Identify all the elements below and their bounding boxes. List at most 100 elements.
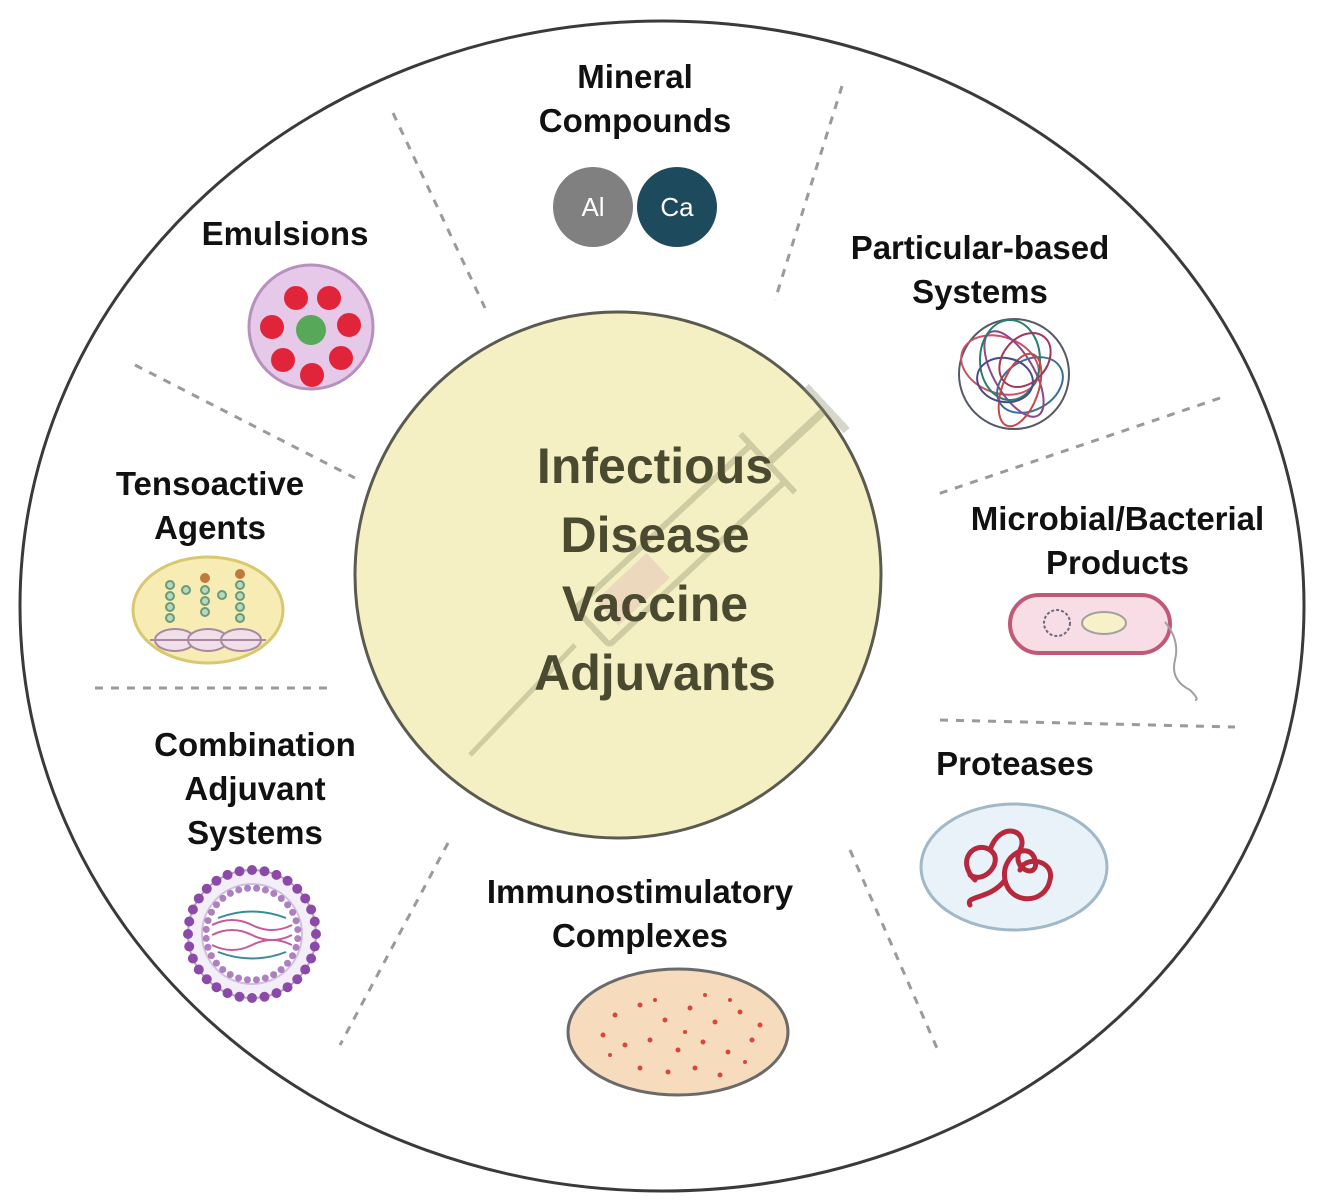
liposome-inner-head (277, 894, 285, 902)
liposome-head (211, 875, 222, 886)
liposome-inner-head (289, 908, 297, 916)
label-particular-based: Particular-based Systems (815, 226, 1145, 314)
label-combination: Combination Adjuvant Systems (130, 723, 380, 855)
label-line: Complexes (551, 917, 729, 954)
center-title-line: Vaccine (561, 576, 749, 632)
center-title: Infectious Disease Vaccine Adjuvants (455, 432, 855, 708)
divider-microbial-proteases (939, 718, 1236, 729)
label-line: Microbial/Bacterial (970, 500, 1265, 537)
mineral-icons: Al Ca (553, 167, 717, 247)
liposome-inner-head (219, 894, 227, 902)
tensoactive-icon (131, 555, 285, 665)
label-microbial: Microbial/Bacterial Products (945, 497, 1290, 585)
liposome-head (309, 941, 320, 952)
liposome-inner-head (289, 952, 297, 960)
label-line: Adjuvant (184, 770, 326, 807)
liposome-head (306, 904, 317, 915)
liposome-head (259, 991, 270, 1002)
liposome-inner-head (212, 901, 220, 909)
label-line: Emulsions (201, 215, 369, 252)
divider-mineral-particular (773, 85, 844, 301)
divider-emulsions-mineral (391, 112, 487, 309)
liposome-inner-head (253, 884, 261, 892)
label-mineral-compounds: Mineral Compounds (520, 55, 750, 143)
liposome-head (300, 964, 311, 975)
liposome-head (234, 991, 245, 1002)
liposome-inner-head (292, 943, 300, 951)
liposome-head (193, 893, 204, 904)
label-line: Immunostimulatory (486, 873, 794, 910)
liposome-head (211, 982, 222, 993)
protease-icon (919, 802, 1109, 932)
label-line: Combination (154, 726, 356, 763)
syringe-watermark (468, 383, 850, 757)
label-line: Agents (154, 509, 266, 546)
label-line: Compounds (538, 102, 732, 139)
liposome-inner-head (212, 959, 220, 967)
label-line: Particular-based (850, 229, 1110, 266)
liposome-inner-head (207, 908, 215, 916)
liposome-inner-head (204, 917, 212, 925)
calcium-icon (637, 167, 717, 247)
liposome-head (271, 988, 282, 999)
label-proteases: Proteases (920, 742, 1110, 786)
label-immunostimulatory: Immunostimulatory Complexes (460, 870, 820, 958)
liposome-inner-head (270, 971, 278, 979)
label-line: Mineral (577, 58, 693, 95)
liposome-inner-head (204, 943, 212, 951)
liposome-inner-head (219, 966, 227, 974)
liposome-head (222, 869, 233, 880)
divider-combination-immuno (338, 842, 450, 1046)
aluminum-symbol: Al (581, 192, 604, 222)
iscom-icon (566, 967, 790, 1097)
liposome-head (282, 982, 293, 993)
liposome-inner-head (226, 889, 234, 897)
liposome-head (300, 893, 311, 904)
liposome-inner-head (207, 952, 215, 960)
liposome-inner-head (252, 976, 260, 984)
liposome-inner-head (261, 974, 269, 982)
liposome-icon (183, 865, 321, 1003)
liposome-head (309, 916, 320, 927)
liposome-head (187, 953, 198, 964)
center-title-line: Disease (560, 507, 750, 563)
liposome-inner-head (277, 966, 285, 974)
liposome-head (306, 953, 317, 964)
center-title-line: Infectious (536, 438, 774, 494)
liposome-head (292, 974, 303, 985)
liposome-inner-head (284, 901, 292, 909)
liposome-head (184, 916, 195, 927)
particle-icon (958, 318, 1070, 430)
center-title-line: Adjuvants (534, 645, 776, 701)
liposome-inner-head (226, 971, 234, 979)
sector-dividers (95, 85, 1236, 1056)
label-line: Proteases (936, 745, 1094, 782)
liposome-inner-head (202, 934, 210, 942)
liposome-head (292, 883, 303, 894)
divider-particular-microbial (934, 396, 1221, 497)
liposome-head (311, 929, 321, 939)
liposome-head (201, 974, 212, 985)
bacterium-icon (1008, 593, 1198, 701)
liposome-head (282, 875, 293, 886)
liposome-head (234, 866, 245, 877)
aluminum-icon (553, 167, 633, 247)
liposome-inner-head (270, 889, 278, 897)
center-circle (353, 310, 883, 840)
liposome-head (259, 866, 270, 877)
divider-immuno-proteases (848, 849, 942, 1056)
label-line: Systems (912, 273, 1048, 310)
liposome-inner-head (235, 974, 243, 982)
label-line: Systems (187, 814, 323, 851)
liposome-inner-head (244, 884, 252, 892)
liposome-head (187, 904, 198, 915)
liposome-inner-head (261, 886, 269, 894)
emulsion-icon (247, 263, 375, 391)
liposome-inner-head (202, 925, 210, 933)
label-tensoactive: Tensoactive Agents (95, 462, 325, 550)
liposome-head (247, 865, 257, 875)
liposome-head (184, 941, 195, 952)
label-emulsions: Emulsions (185, 212, 385, 256)
liposome-inner-head (243, 976, 251, 984)
